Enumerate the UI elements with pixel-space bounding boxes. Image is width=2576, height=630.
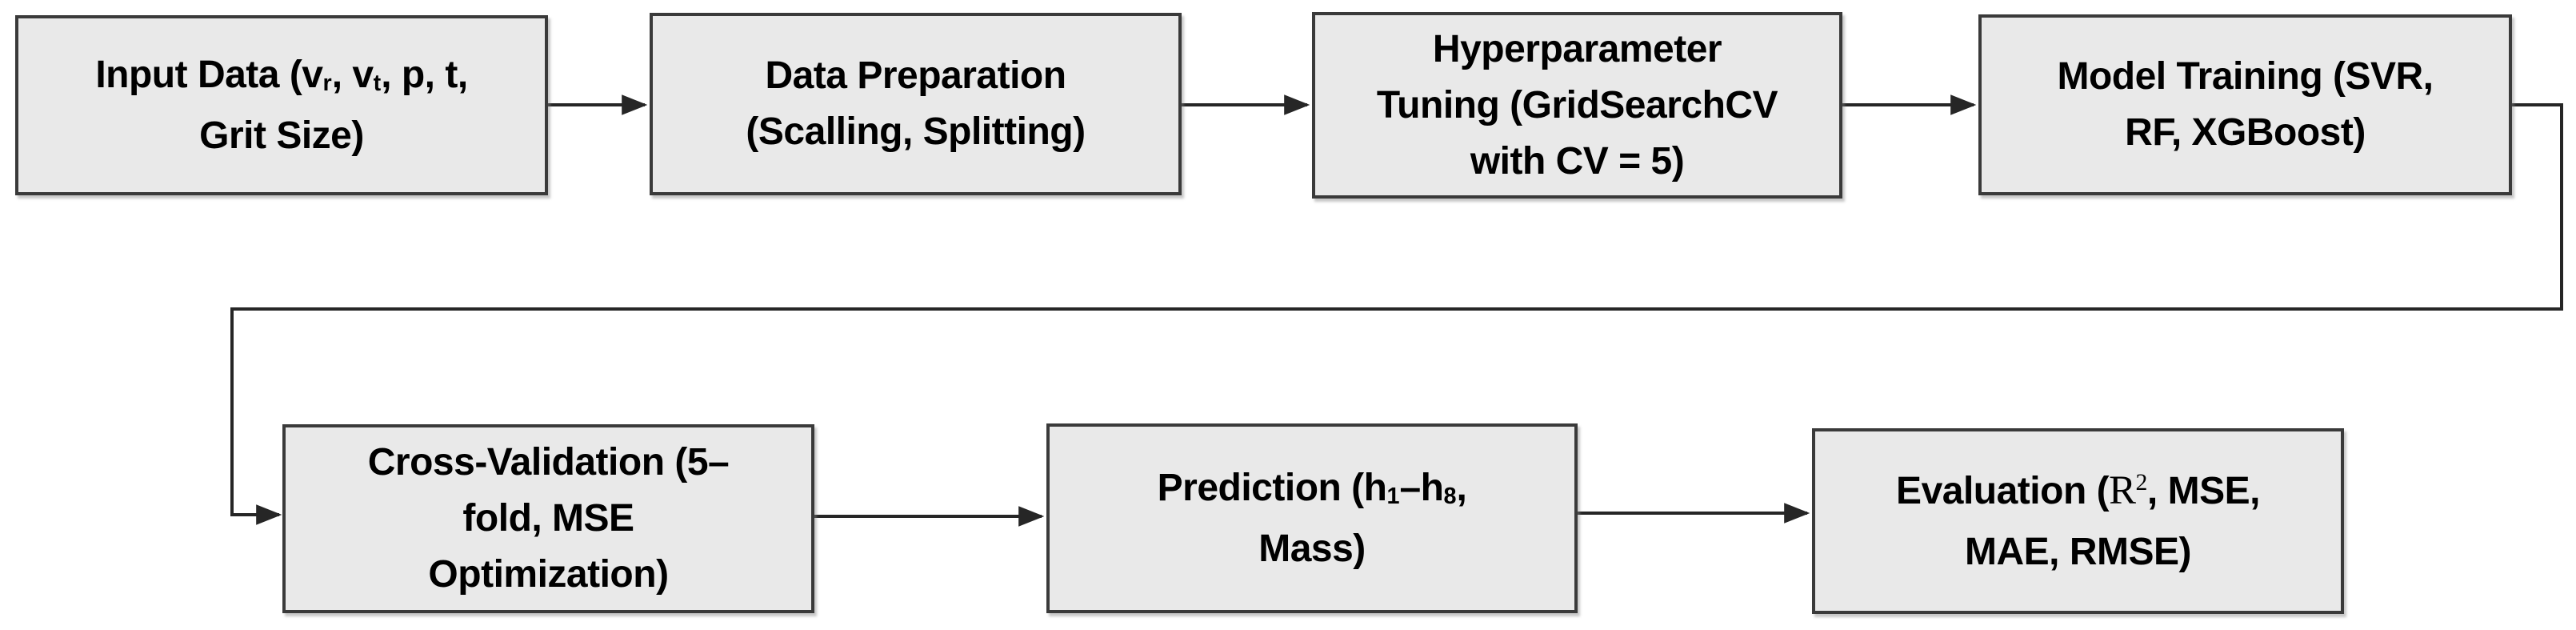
node-data-preparation-label: Data Preparation(Scalling, Splitting)	[746, 54, 1086, 153]
node-prediction: Prediction (h1–h8,Mass)	[1046, 423, 1578, 613]
node-input-data-label: Input Data (vr, vt, p, t,Grit Size)	[95, 53, 468, 157]
node-input-data: Input Data (vr, vt, p, t,Grit Size)	[15, 15, 548, 195]
node-model-training: Model Training (SVR,RF, XGBoost)	[1978, 14, 2512, 195]
node-evaluation: Evaluation (R2, MSE,MAE, RMSE)	[1812, 428, 2344, 614]
node-model-training-label: Model Training (SVR,RF, XGBoost)	[2057, 55, 2434, 154]
node-data-preparation: Data Preparation(Scalling, Splitting)	[650, 13, 1182, 195]
node-prediction-label: Prediction (h1–h8,Mass)	[1157, 466, 1467, 570]
node-evaluation-label: Evaluation (R2, MSE,MAE, RMSE)	[1896, 467, 2260, 573]
